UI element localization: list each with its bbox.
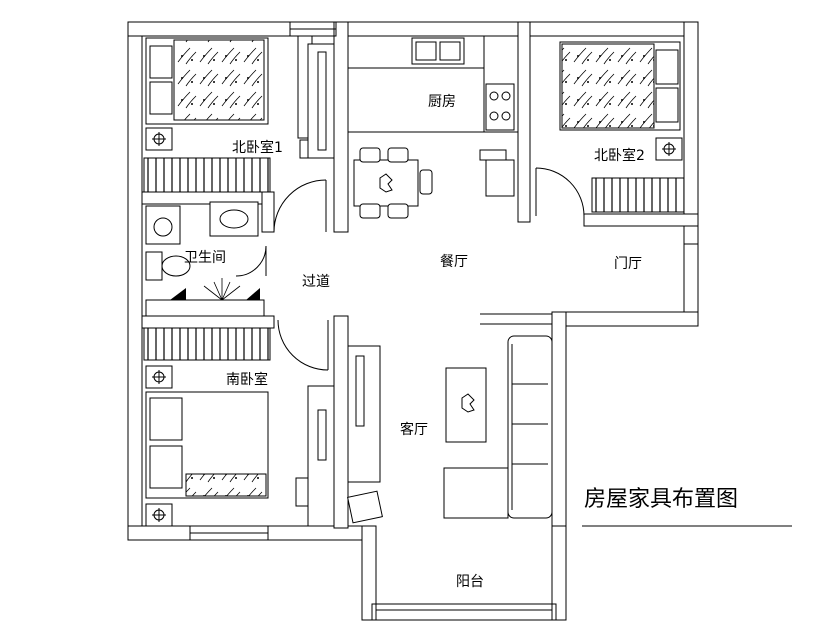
walls <box>127 21 699 621</box>
side-table <box>347 490 383 524</box>
wall-right-upper <box>683 21 699 245</box>
wall-bath-bottom <box>141 315 275 329</box>
pillow <box>655 87 679 123</box>
pillow <box>655 49 679 85</box>
wall-balcony-right <box>551 525 567 621</box>
south-bedroom-furniture <box>143 327 335 527</box>
north-bedroom-1-furniture <box>143 37 335 193</box>
wall-right-step-v <box>551 311 567 529</box>
dining-furniture <box>353 147 433 219</box>
wall-int-kitchen-right <box>517 21 531 223</box>
wall-balcony-left <box>361 525 377 621</box>
sofa <box>507 335 553 519</box>
label-living: 客厅 <box>400 421 428 438</box>
north-bedroom-2-furniture <box>559 41 685 213</box>
toilet <box>145 251 163 281</box>
pillow <box>149 445 183 489</box>
shower <box>145 299 265 317</box>
label-dining: 餐厅 <box>440 254 468 270</box>
wall-bottom-mid <box>267 525 377 541</box>
wardrobe-south <box>143 327 271 361</box>
label-bathroom: 卫生间 <box>184 250 226 266</box>
bathroom-furniture <box>145 201 265 317</box>
pillow <box>149 81 173 115</box>
stove <box>485 83 515 131</box>
wall-bath-right <box>261 191 275 233</box>
wall-bottom-left <box>127 525 191 541</box>
washbasin <box>209 201 259 237</box>
label-north-bedroom-2: 北卧室2 <box>594 147 645 164</box>
wall-left <box>127 21 143 541</box>
label-south-bedroom: 南卧室 <box>226 371 268 388</box>
washing-machine <box>145 205 181 245</box>
wall-top-kitchen <box>335 21 527 37</box>
wardrobe-north-1 <box>143 157 271 193</box>
doors <box>235 167 585 371</box>
wall-bed2-bottom <box>583 213 699 227</box>
wall-right-step <box>551 311 699 327</box>
wall-top-right <box>525 21 699 37</box>
pillow <box>149 397 183 441</box>
wall-int-kitchen-left <box>333 21 349 233</box>
wardrobe-north-2 <box>591 177 685 213</box>
wall-top-left <box>127 21 291 37</box>
label-corridor: 过道 <box>302 274 330 290</box>
windows <box>189 21 699 621</box>
label-kitchen: 厨房 <box>428 94 456 110</box>
label-entrance: 门厅 <box>614 256 642 272</box>
label-north-bedroom-1: 北卧室1 <box>232 139 283 156</box>
wall-south-right <box>333 315 349 529</box>
room-labels: 北卧室1 厨房 北卧室2 卫生间 过道 餐厅 门厅 南卧室 客厅 阳台 <box>184 94 645 590</box>
kitchen-furniture <box>348 36 518 197</box>
pillow <box>149 45 173 79</box>
fridge <box>485 159 515 197</box>
living-furniture <box>347 313 553 524</box>
label-balcony: 阳台 <box>456 574 484 590</box>
drawing-title: 房屋家具布置图 <box>584 487 738 512</box>
